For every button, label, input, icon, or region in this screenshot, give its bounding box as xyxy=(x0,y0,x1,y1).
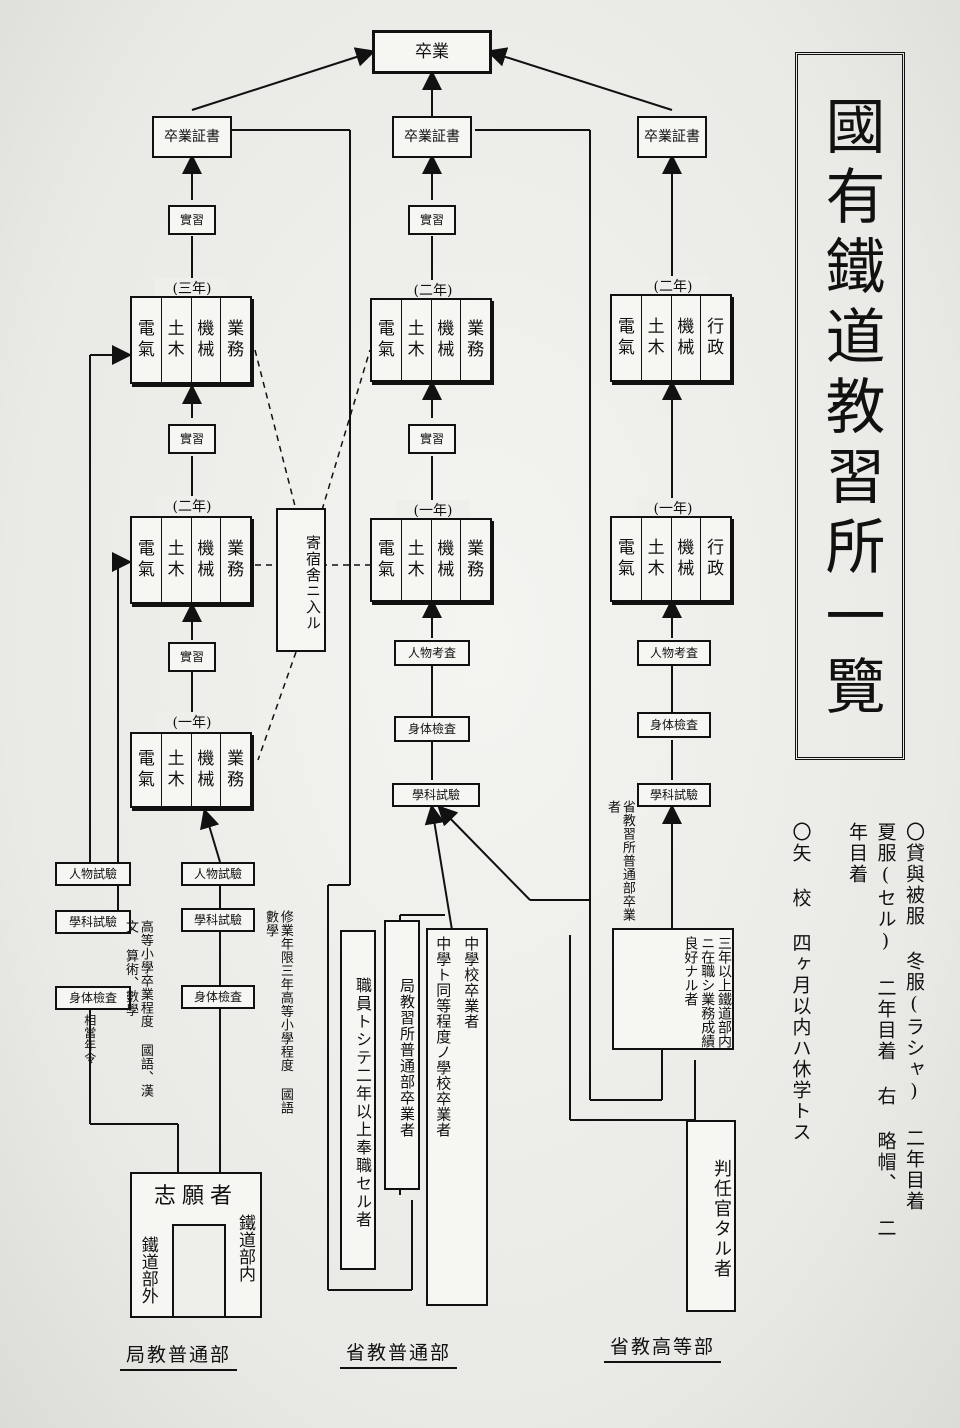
academic-exam-box-middle: 學科試驗 xyxy=(392,783,480,807)
subject-cell: 行政 xyxy=(707,316,725,358)
year2-label-left: (二年) xyxy=(155,496,229,516)
footer-ministry-general: 省教普通部 xyxy=(340,1338,458,1369)
academic-exam-box-left: 學科試驗 xyxy=(55,910,131,934)
clothing-note: 〇貸與被服 冬服(ラシャ) 二年目着 夏服(セル) 二年目着 右 略帽、 二年目… xyxy=(846,822,925,1239)
judge-box: 判任官タル者 xyxy=(686,1120,736,1312)
dormitory-box: 寄宿舍ニ入ル xyxy=(276,508,326,652)
footer-local-general: 局教普通部 xyxy=(120,1340,238,1371)
middle-equiv-note: 中學ト同等程度ノ學校卒業者 xyxy=(434,936,453,1138)
subject-cell: 行政 xyxy=(707,537,725,579)
subject-cell: 機械 xyxy=(672,518,702,600)
higher-requirement-box: 三年以上鐵道部内ニ在職シ業務成績良好ナル者 xyxy=(612,928,734,1050)
title-frame xyxy=(795,52,905,760)
subject-cell: 土木 xyxy=(162,298,192,382)
year1-label-left: (一年) xyxy=(155,712,229,732)
subject-cell: 電氣 xyxy=(132,734,162,806)
page-title: 國有鐵道教習所一覽 xyxy=(815,95,885,725)
physical-exam-box-left: 身体檢査 xyxy=(55,986,131,1010)
subject-cell: 電氣 xyxy=(132,298,162,382)
year3-label-left: (三年) xyxy=(155,278,229,298)
middle-school-box: 中學校卒業者 中學ト同等程度ノ學校卒業者 xyxy=(426,928,488,1306)
year2-label-middle: (二年) xyxy=(396,280,470,300)
subject-cell: 電氣 xyxy=(372,520,402,600)
year2-box-left: 電氣 土木 機械 業務 xyxy=(130,516,252,604)
absence-note: 〇矢 校 四ヶ月以内ハ休学トス xyxy=(789,822,812,1143)
character-check-box-right: 人物考査 xyxy=(637,640,711,666)
applicant-box: 志願者 鐵道部外 鐵道部内 xyxy=(130,1172,262,1318)
subject-cell: 業務 xyxy=(227,748,245,790)
year2-box-middle: 電氣 土木 機械 業務 xyxy=(370,298,492,382)
practice-box-middle-top: 實習 xyxy=(408,205,456,235)
subject-cell: 機械 xyxy=(432,300,462,380)
left-subjects-note: 高等小學卒業程度 國語、漢文 算術、數學 xyxy=(122,920,153,1098)
rail-outside-label: 鐵道部外 xyxy=(137,1236,158,1304)
year1-label-middle: (一年) xyxy=(396,500,470,520)
practice-box-left-low: 實習 xyxy=(168,642,216,672)
subject-cell: 機械 xyxy=(192,734,222,806)
ministry-graduate-note: 省教習所普通部卒業者 xyxy=(604,800,635,922)
subject-cell: 電氣 xyxy=(132,518,162,602)
year1-box-right: 電氣 土木 機械 行政 xyxy=(610,516,732,602)
year2-label-right: (二年) xyxy=(636,276,710,296)
subject-cell: 土木 xyxy=(402,300,432,380)
year2-box-right: 電氣 土木 機械 行政 xyxy=(610,294,732,382)
academic-exam-box-right: 學科試驗 xyxy=(637,783,711,807)
year1-box-left: 電氣 土木 機械 業務 xyxy=(130,732,252,808)
subject-cell: 土木 xyxy=(162,518,192,602)
subject-cell: 業務 xyxy=(227,318,245,360)
physical-exam-box-middle: 身体檢査 xyxy=(394,716,470,742)
subject-cell: 機械 xyxy=(192,518,222,602)
physical-exam-box-right: 身体檢査 xyxy=(637,712,711,738)
footer-ministry-higher: 省教高等部 xyxy=(604,1332,722,1363)
subject-cell: 土木 xyxy=(162,734,192,806)
middle-school-note: 中學校卒業者 xyxy=(462,936,481,1029)
applicant-label: 志願者 xyxy=(153,1184,238,1209)
subject-cell: 機械 xyxy=(432,520,462,600)
subject-cell: 電氣 xyxy=(612,518,642,600)
graduation-box: 卒業 xyxy=(372,30,492,74)
character-check-box-middle: 人物考査 xyxy=(394,640,470,666)
subject-cell: 機械 xyxy=(192,298,222,382)
practice-box-left-mid: 實習 xyxy=(168,424,216,454)
certificate-box-right: 卒業証書 xyxy=(637,116,707,158)
character-exam-box-left: 人物試驗 xyxy=(55,862,131,886)
subject-cell: 業務 xyxy=(227,538,245,580)
subject-cell: 土木 xyxy=(642,296,672,380)
employee-requirement-box: 職員トシテ二年以上奉職セル者 xyxy=(340,930,376,1270)
subject-cell: 土木 xyxy=(402,520,432,600)
applicant-divider xyxy=(172,1224,226,1316)
practice-box-left-top: 實習 xyxy=(168,205,216,235)
equivalent-age-note: 相當年令 xyxy=(82,1014,97,1064)
year1-box-middle: 電氣 土木 機械 業務 xyxy=(370,518,492,602)
subject-cell: 業務 xyxy=(467,318,485,360)
subject-cell: 業務 xyxy=(467,538,485,580)
practice-box-middle-mid: 實習 xyxy=(408,424,456,454)
local-graduate-box: 局教習所普通部卒業者 xyxy=(384,920,420,1190)
academic-exam-box-center: 學科試驗 xyxy=(181,908,255,932)
subject-cell: 電氣 xyxy=(612,296,642,380)
certificate-box-middle: 卒業証書 xyxy=(392,116,472,158)
middle-subjects-note: 修業年限三年高等小學程度 國語 數學 xyxy=(262,910,293,1115)
rail-inside-label: 鐵道部内 xyxy=(235,1214,255,1282)
certificate-box-left: 卒業証書 xyxy=(152,116,232,158)
year1-label-right: (一年) xyxy=(636,498,710,518)
subject-cell: 土木 xyxy=(642,518,672,600)
subject-cell: 機械 xyxy=(672,296,702,380)
physical-exam-box-center: 身体檢査 xyxy=(181,985,255,1009)
subject-cell: 電氣 xyxy=(372,300,402,380)
year3-box-left: 電氣 土木 機械 業務 xyxy=(130,296,252,384)
character-exam-box-center: 人物試驗 xyxy=(181,862,255,886)
